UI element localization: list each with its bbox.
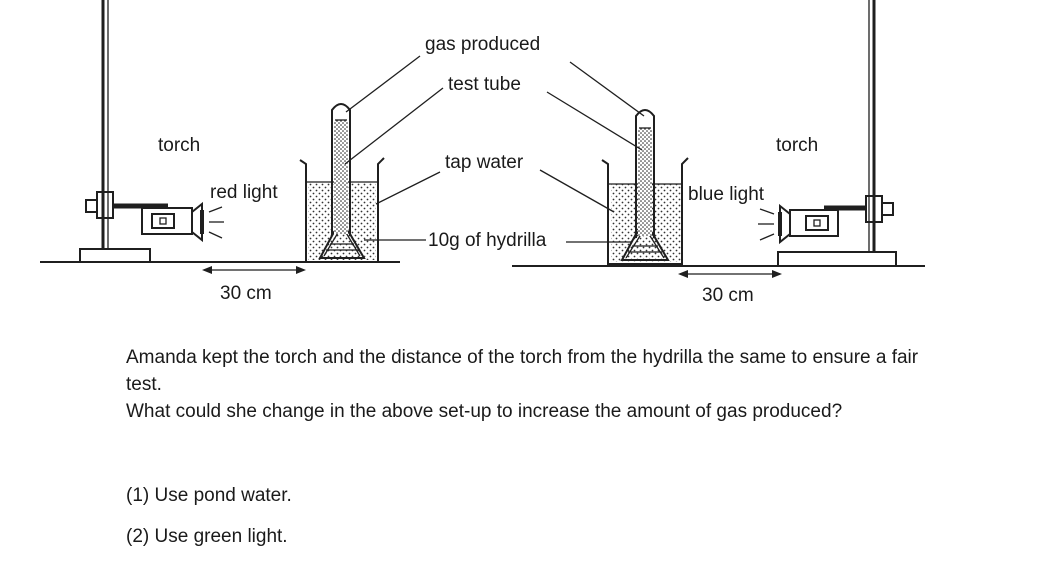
label-hydrilla: 10g of hydrilla	[428, 230, 547, 251]
question-sentence-1: Amanda kept the torch and the distance o…	[126, 347, 919, 395]
retort-stand-right	[777, 0, 897, 267]
leader-lines	[344, 55, 645, 243]
question-sentence-2: What could she change in the above set-u…	[126, 401, 843, 422]
test-tube-left	[331, 103, 351, 236]
left-setup	[40, 0, 400, 274]
retort-stand-left	[79, 0, 168, 263]
answer-option-2[interactable]: (2) Use green light.	[126, 526, 288, 547]
distance-arrow-right	[678, 270, 782, 278]
blue-light-rays	[758, 208, 775, 241]
torch-right	[778, 203, 839, 245]
question-text: Amanda kept the torch and the distance o…	[126, 344, 926, 425]
distance-arrow-left	[202, 266, 306, 274]
label-red-light: red light	[210, 182, 278, 203]
beaker-right	[601, 109, 689, 265]
torch-left	[141, 201, 204, 243]
right-setup	[512, 0, 925, 278]
label-distance-left: 30 cm	[220, 283, 272, 304]
red-light-rays	[208, 206, 224, 239]
answer-option-1[interactable]: (1) Use pond water.	[126, 485, 292, 506]
label-gas-produced: gas produced	[425, 34, 540, 55]
label-blue-light: blue light	[688, 184, 765, 205]
test-tube-right	[635, 109, 655, 238]
label-test-tube: test tube	[448, 74, 521, 95]
label-tap-water: tap water	[445, 152, 524, 173]
experiment-diagram: gas produced test tube torch torch red l…	[40, 0, 925, 306]
label-distance-right: 30 cm	[702, 285, 754, 306]
label-torch-left: torch	[158, 135, 200, 156]
beaker-left	[299, 103, 385, 263]
label-torch-right: torch	[776, 135, 818, 156]
